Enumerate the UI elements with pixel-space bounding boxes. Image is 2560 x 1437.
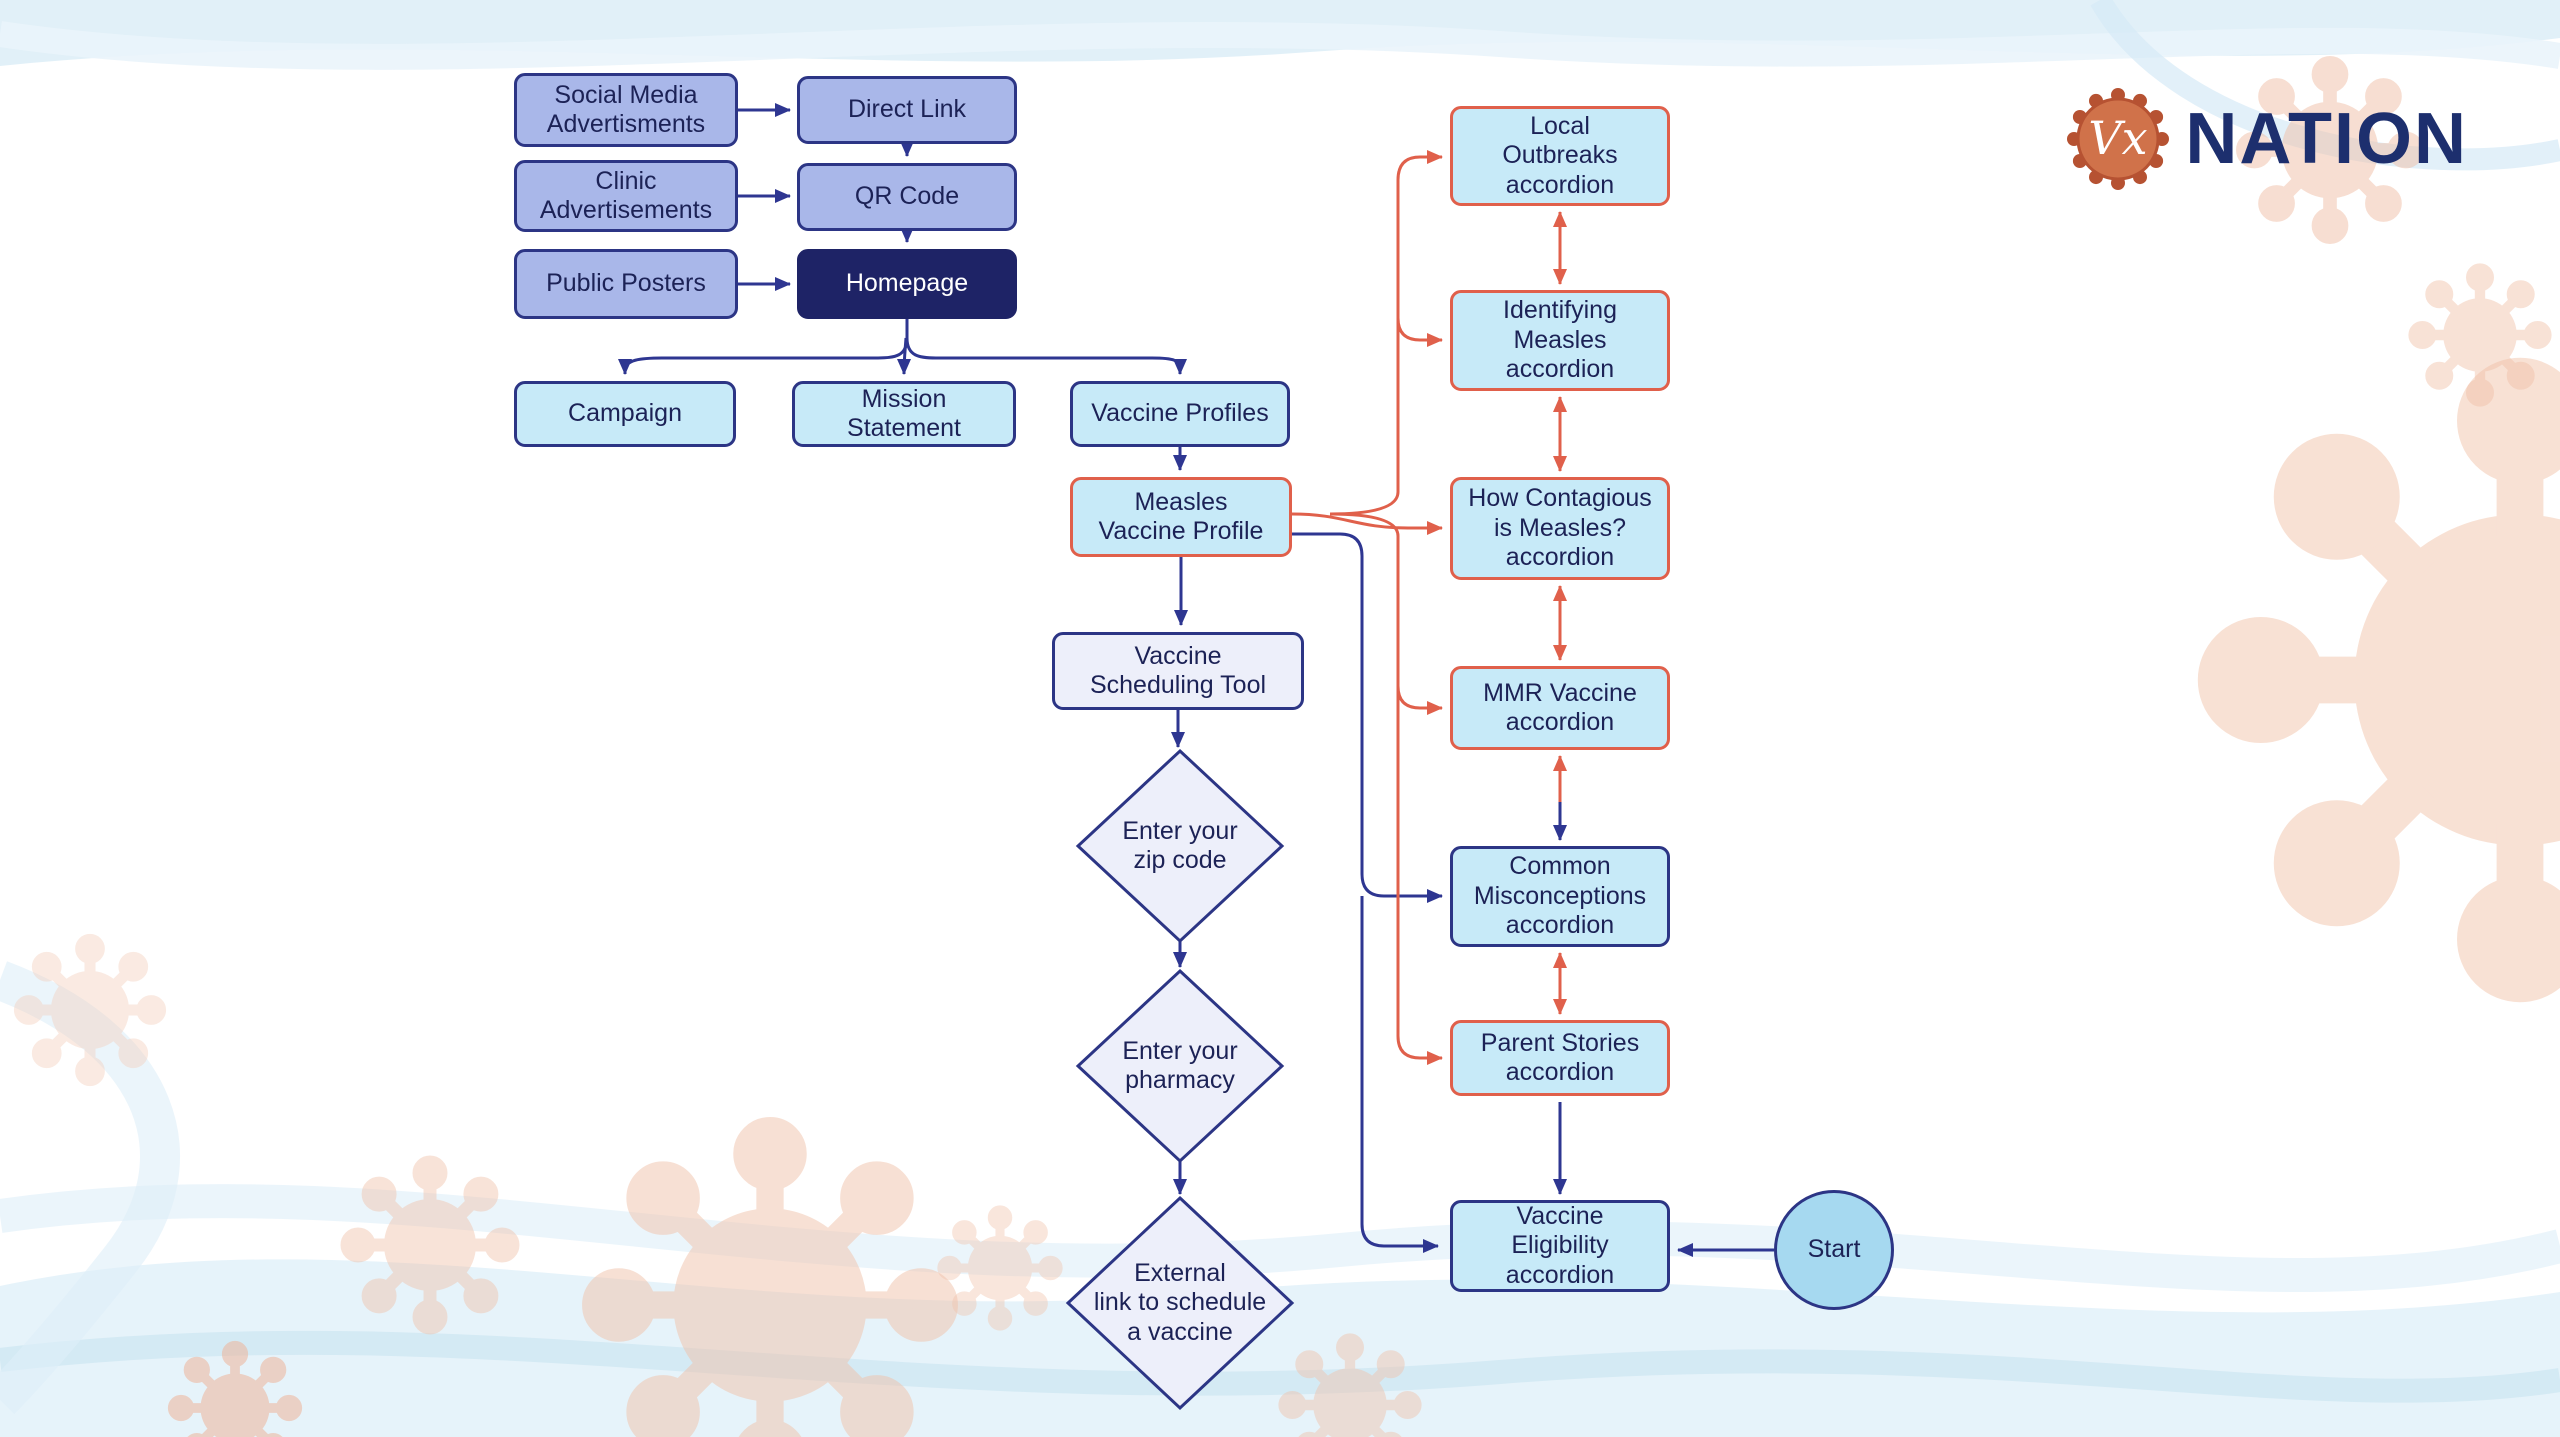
node-label: Campaign	[568, 399, 682, 428]
node-label: Start	[1807, 1235, 1861, 1264]
flow-node-campaign: Campaign	[514, 381, 736, 447]
node-label: Public Posters	[546, 269, 706, 298]
flow-node-qr-code: QR Code	[797, 163, 1017, 231]
node-label: External link to schedule a vaccine	[1093, 1258, 1267, 1346]
node-label: Vaccine Scheduling Tool	[1089, 641, 1267, 700]
diamond-zip-shape	[1075, 748, 1285, 944]
node-label: How Contagious is Measles? accordion	[1468, 484, 1652, 572]
node-label: Homepage	[845, 269, 969, 298]
flow-node-direct-link: Direct Link	[797, 76, 1017, 144]
flow-node-mission-statement: Mission Statement	[792, 381, 1016, 447]
node-label: MMR Vaccine accordion	[1483, 678, 1637, 737]
node-label: Direct Link	[847, 95, 967, 124]
flow-node-enter-pharmacy: Enter your pharmacy	[1080, 1011, 1280, 1121]
brand-logo: Vx NATION	[2065, 86, 2468, 192]
flow-node-enter-zip-code: Enter your zip code	[1080, 791, 1280, 901]
node-label: Mission Statement	[847, 384, 961, 443]
flow-node-mmr-vaccine-accordion: MMR Vaccine accordion	[1450, 666, 1670, 750]
flow-node-local-outbreaks-accordion: Local Outbreaks accordion	[1450, 106, 1670, 206]
node-label: Measles Vaccine Profile	[1098, 487, 1264, 546]
flow-node-identifying-measles-accordion: Identifying Measles accordion	[1450, 290, 1670, 391]
brand-vx-text: Vx	[2089, 111, 2148, 165]
flow-node-start: Start	[1774, 1190, 1894, 1310]
flow-node-parent-stories-accordion: Parent Stories accordion	[1450, 1020, 1670, 1096]
node-label: Parent Stories accordion	[1480, 1028, 1640, 1087]
node-label: Enter your pharmacy	[1122, 1036, 1238, 1095]
flow-node-vaccine-profiles: Vaccine Profiles	[1070, 381, 1290, 447]
node-label: Identifying Measles accordion	[1503, 296, 1617, 384]
flow-node-public-posters: Public Posters	[514, 249, 738, 319]
diamond-pharmacy-shape	[1075, 968, 1285, 1164]
navy-arrows	[618, 103, 1774, 1257]
flow-node-homepage: Homepage	[797, 249, 1017, 319]
flow-node-clinic-advertisements: Clinic Advertisements	[514, 160, 738, 232]
decision-diamonds	[1065, 748, 1295, 1411]
node-label: Enter your zip code	[1122, 816, 1238, 875]
flow-node-how-contagious-accordion: How Contagious is Measles? accordion	[1450, 477, 1670, 580]
node-label: Vaccine Profiles	[1091, 399, 1269, 428]
flow-node-social-media-advertisments: Social Media Advertisments	[514, 73, 738, 147]
flow-node-common-misconceptions-accordion: Common Misconceptions accordion	[1450, 846, 1670, 947]
red-arrows	[1291, 150, 1567, 1065]
node-label: Local Outbreaks accordion	[1502, 111, 1618, 199]
node-label: Clinic Advertisements	[539, 166, 713, 225]
flow-node-vaccine-scheduling-tool: Vaccine Scheduling Tool	[1052, 632, 1304, 710]
flow-node-vaccine-eligibility-accordion: Vaccine Eligibility accordion	[1450, 1200, 1670, 1292]
node-label: Common Misconceptions accordion	[1473, 852, 1647, 940]
node-label: QR Code	[854, 182, 960, 211]
diamond-external-link-shape	[1065, 1195, 1295, 1411]
flow-node-external-schedule-link: External link to schedule a vaccine	[1070, 1243, 1290, 1363]
flow-node-measles-vaccine-profile: Measles Vaccine Profile	[1070, 477, 1292, 557]
node-label: Social Media Advertisments	[546, 80, 706, 139]
brand-name-text: NATION	[2185, 99, 2468, 179]
virus-logo-icon: Vx	[2067, 88, 2170, 190]
node-label: Vaccine Eligibility accordion	[1505, 1201, 1615, 1289]
